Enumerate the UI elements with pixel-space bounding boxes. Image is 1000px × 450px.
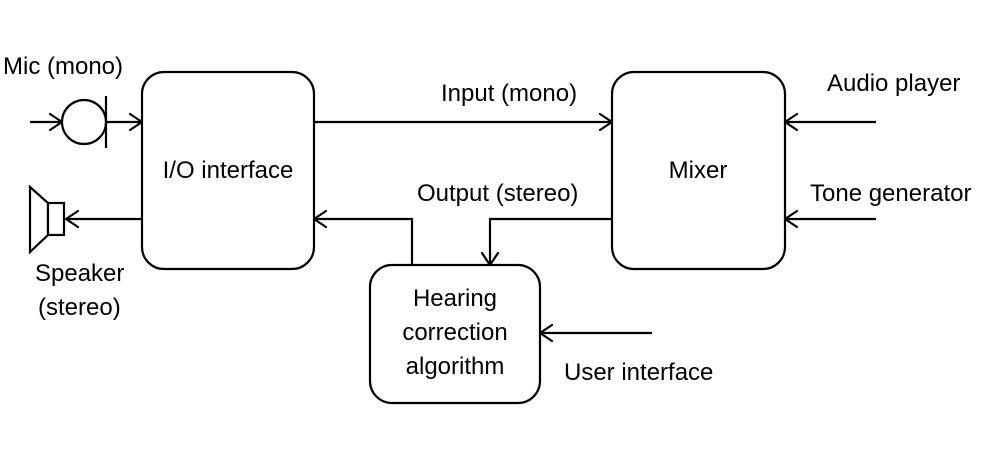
tone-generator-label: Tone generator <box>810 180 971 207</box>
hearing-correction-block: Hearing correction algorithm <box>368 263 542 405</box>
speaker-label-line2: (stereo) <box>38 294 121 321</box>
io-interface-label: I/O interface <box>163 157 294 184</box>
input-label: Input (mono) <box>441 80 577 107</box>
mixer-block: Mixer <box>610 70 787 271</box>
user-interface-label: User interface <box>564 359 713 386</box>
user-interface-arrow <box>538 323 652 343</box>
hearing-label-line3: algorithm <box>406 353 505 380</box>
audio-player-arrow <box>783 112 876 132</box>
io-interface-block: I/O interface <box>140 70 316 271</box>
microphone-icon <box>30 96 144 148</box>
output-arrow <box>480 217 612 267</box>
mixer-label: Mixer <box>669 157 728 184</box>
speaker-icon <box>28 184 142 255</box>
speaker-label-line1: Speaker <box>35 260 124 287</box>
hearing-label-line1: Hearing <box>413 285 497 312</box>
mic-label: Mic (mono) <box>3 53 123 80</box>
output-label: Output (stereo) <box>417 180 578 207</box>
input-arrow <box>314 112 614 132</box>
audio-player-label: Audio player <box>827 70 960 97</box>
hearing-label-line2: correction <box>402 319 507 346</box>
correction-to-io-arrow <box>312 209 414 265</box>
tone-generator-arrow <box>783 209 876 229</box>
